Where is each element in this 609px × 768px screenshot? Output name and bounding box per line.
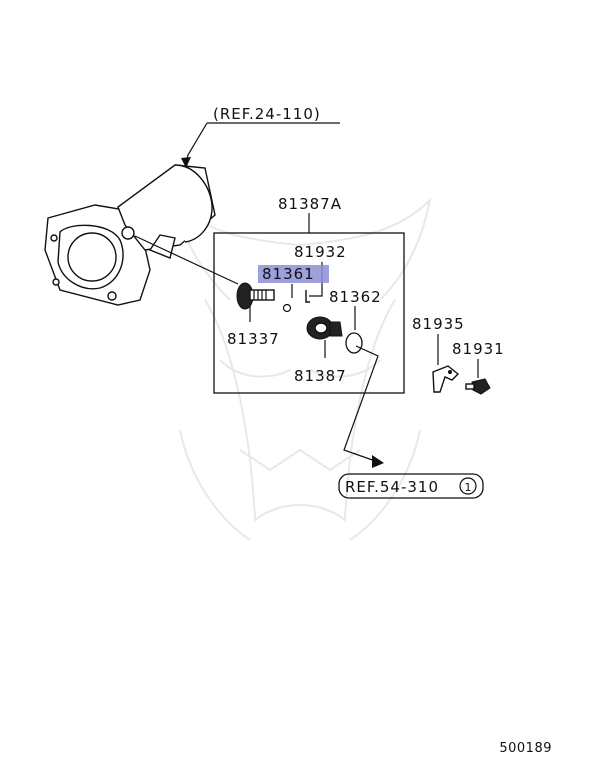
- retainer-81935-illustration: [432, 365, 460, 393]
- part-label-81337[interactable]: 81337: [227, 330, 280, 348]
- ref-circle-number: 1: [465, 481, 472, 494]
- ref-circle-icon: [459, 477, 477, 495]
- ref-label-bottom[interactable]: REF.54-310: [345, 478, 439, 496]
- part-label-81361[interactable]: 81361: [262, 265, 315, 283]
- part-label-81931[interactable]: 81931: [452, 340, 505, 358]
- ref-label-top[interactable]: (REF.24-110): [213, 105, 321, 123]
- seal-81362-illustration: [345, 332, 363, 354]
- gear-81337-illustration: [236, 282, 275, 322]
- transmission-housing-illustration: [44, 164, 239, 306]
- part-label-81935[interactable]: 81935: [412, 315, 465, 333]
- ref-box-bottom: [338, 473, 484, 499]
- part-label-81362[interactable]: 81362: [329, 288, 382, 306]
- sleeve-81387-illustration: [306, 316, 343, 358]
- o-ring-81361-illustration: [282, 303, 292, 313]
- ref-top-leader: [181, 122, 340, 168]
- part-label-81387[interactable]: 81387: [294, 367, 347, 385]
- ref-bottom-leader: [343, 345, 379, 463]
- clip-81932-illustration: [305, 290, 310, 303]
- bolt-81931-illustration: [465, 378, 491, 395]
- part-label-81932[interactable]: 81932: [294, 243, 347, 261]
- document-number: 500189: [499, 741, 552, 756]
- highlight-81361: [258, 265, 329, 283]
- part-label-81387A[interactable]: 81387A: [278, 195, 342, 213]
